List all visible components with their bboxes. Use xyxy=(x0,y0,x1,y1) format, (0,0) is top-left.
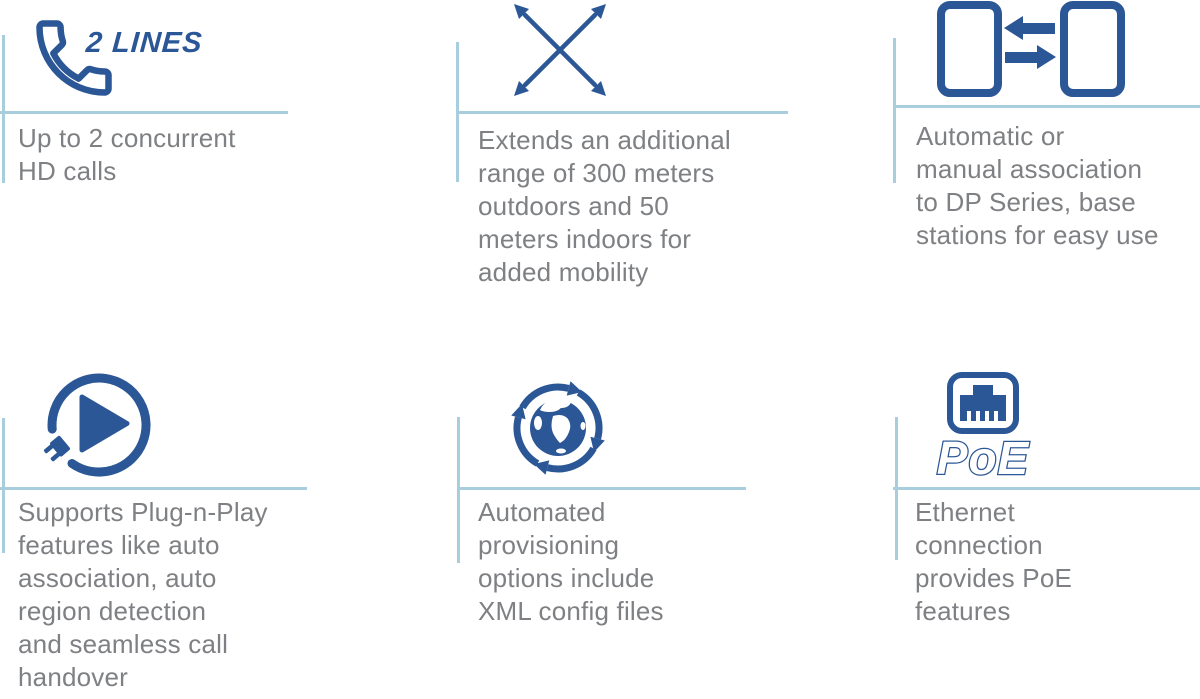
poe-label: PoE xyxy=(937,432,1030,482)
tile-top-divider xyxy=(456,111,788,114)
two-lines-label: 2 LINES xyxy=(84,27,204,59)
feature-description: Up to 2 concurrent HD calls xyxy=(18,123,236,186)
plug-n-play-icon xyxy=(30,362,170,497)
tile-top-divider xyxy=(893,487,1200,490)
feature-tile-plug-n-play: Supports Plug-n-Play features like auto … xyxy=(0,360,307,699)
tile-left-divider xyxy=(2,35,5,183)
feature-description: Extends an additional range of 300 meter… xyxy=(478,125,731,287)
tile-left-divider xyxy=(457,417,460,563)
feature-description: Automated provisioning options include X… xyxy=(478,497,664,626)
feature-tile-association: Automatic or manual association to DP Se… xyxy=(893,0,1200,300)
ethernet-poe-icon: PoE xyxy=(935,370,1045,487)
tile-top-divider xyxy=(0,487,307,490)
feature-tile-poe: PoE Ethernet connection provides PoE fea… xyxy=(893,360,1200,699)
tile-left-divider xyxy=(2,418,5,553)
tile-left-divider xyxy=(893,38,896,183)
tile-top-divider xyxy=(893,105,1200,108)
feature-description: Ethernet connection provides PoE feature… xyxy=(915,497,1073,626)
feature-description: Automatic or manual association to DP Se… xyxy=(916,121,1159,250)
feature-tile-extended-range: Extends an additional range of 300 meter… xyxy=(456,0,788,320)
expand-arrows-icon xyxy=(510,0,610,105)
phone-handset-icon xyxy=(28,12,120,109)
tile-top-divider xyxy=(0,111,288,114)
device-sync-icon xyxy=(936,0,1126,103)
feature-tile-two-lines: 2 LINES Up to 2 concurrent HD calls xyxy=(0,0,288,300)
tile-top-divider xyxy=(457,487,746,490)
feature-tile-provisioning: Automated provisioning options include X… xyxy=(457,360,746,699)
feature-description: Supports Plug-n-Play features like auto … xyxy=(18,497,268,692)
globe-sync-icon xyxy=(498,366,618,491)
